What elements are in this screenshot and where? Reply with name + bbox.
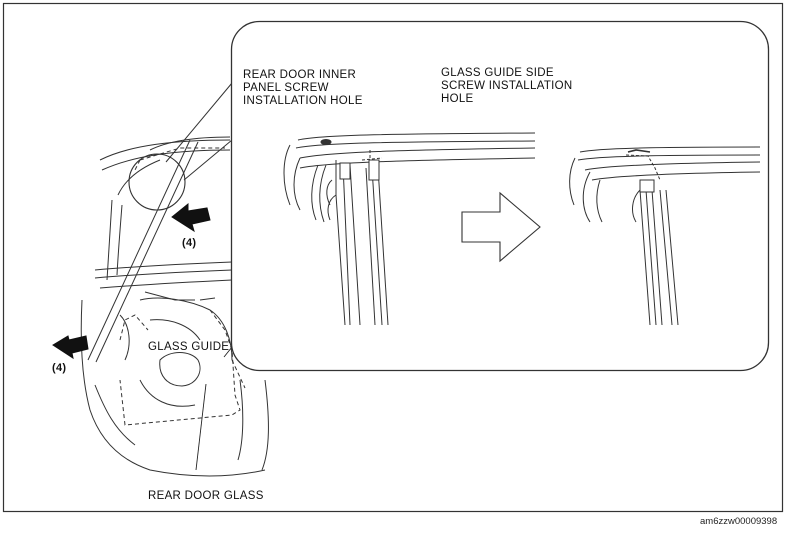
push-arrow-icon <box>52 335 89 360</box>
glass-guide-hole-label: GLASS GUIDE SIDE SCREW INSTALLATION HOLE <box>441 67 573 106</box>
push-arrow-icon <box>171 202 211 233</box>
glass-guide-hole-line-2: SCREW INSTALLATION <box>441 80 573 92</box>
glass-guide-label: GLASS GUIDE <box>148 341 230 353</box>
rear-door-glass-label: REAR DOOR GLASS <box>148 490 264 502</box>
inner-panel-hole-label: REAR DOOR INNER PANEL SCREW INSTALLATION… <box>243 69 363 108</box>
glass-guide-hole-line-1: GLASS GUIDE SIDE <box>441 67 554 79</box>
inner-panel-hole-line-1: REAR DOOR INNER <box>243 69 357 81</box>
direction-arrow-icon <box>461 191 541 263</box>
step-upper-label: (4) <box>182 237 197 249</box>
figure-id: am6zzw00009398 <box>700 516 778 527</box>
rear-door-glass-leader <box>195 383 207 471</box>
inner-panel-hole-line-3: INSTALLATION HOLE <box>243 95 363 107</box>
step-lower-label: (4) <box>52 362 67 374</box>
glass-guide-hole-line-3: HOLE <box>441 93 474 105</box>
detail-before <box>283 132 536 326</box>
figure-frame <box>2 2 784 513</box>
rear-door-overview <box>80 136 269 477</box>
detail-after <box>569 146 761 326</box>
inner-panel-hole-line-2: PANEL SCREW <box>243 82 329 94</box>
glass-guide-leader <box>223 346 233 358</box>
